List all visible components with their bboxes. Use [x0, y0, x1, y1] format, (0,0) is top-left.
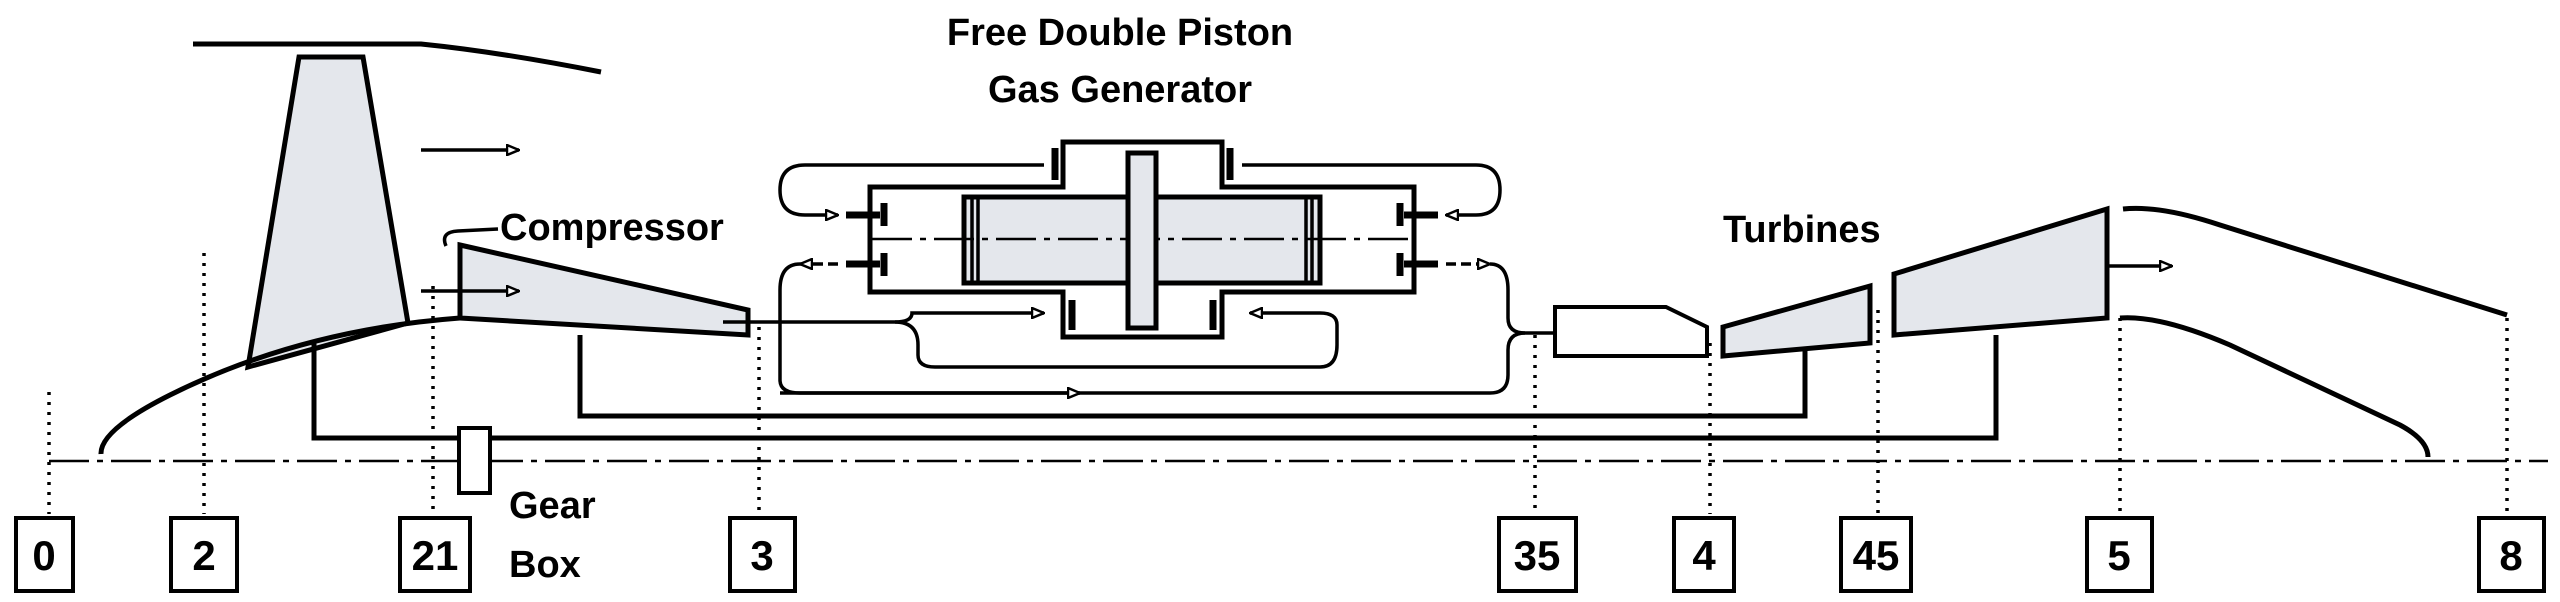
station-3: 3 [728, 516, 797, 593]
nozzle-plug [2119, 315, 2431, 458]
svg-text:35: 35 [1514, 532, 1561, 579]
station-45: 45 [1839, 516, 1913, 593]
box-label: Box [509, 544, 581, 586]
svg-text:4: 4 [1692, 532, 1716, 579]
title-line-1: Free Double Piston [947, 12, 1293, 54]
station-0: 0 [14, 516, 75, 593]
compressor [457, 241, 751, 338]
free-double-piston-gas-generator [723, 139, 1575, 393]
gear-box [457, 426, 492, 495]
spinner-hub [98, 315, 461, 455]
svg-text:3: 3 [750, 532, 773, 579]
turbines-label: Turbines [1723, 209, 1881, 251]
station-8: 8 [2477, 516, 2546, 593]
low-pressure-turbine [1891, 205, 2110, 338]
svg-text:45: 45 [1853, 532, 1900, 579]
low-pressure-shaft [311, 335, 1999, 441]
fan-cowl [193, 41, 602, 75]
high-pressure-shaft [577, 335, 1808, 419]
svg-text:8: 8 [2499, 532, 2522, 579]
compressor-leader [442, 227, 499, 247]
compressor-label: Compressor [500, 207, 724, 249]
svg-text:21: 21 [412, 532, 459, 579]
fan-blade [244, 54, 411, 371]
svg-text:5: 5 [2107, 532, 2130, 579]
station-5: 5 [2085, 516, 2154, 593]
station-4: 4 [1672, 516, 1736, 593]
station-35: 35 [1497, 516, 1578, 593]
station-2: 2 [169, 516, 239, 593]
svg-text:0: 0 [32, 532, 55, 579]
svg-text:2: 2 [192, 532, 215, 579]
valves [846, 148, 1438, 330]
combustor [1553, 305, 1709, 358]
high-pressure-turbine [1720, 282, 1873, 359]
piston-rod [1125, 150, 1159, 331]
nozzle-outer [2122, 205, 2508, 318]
station-21: 21 [398, 516, 472, 593]
station-lines [47, 253, 2509, 514]
title-line-2: Gas Generator [988, 69, 1252, 111]
gear-label: Gear [509, 485, 596, 527]
